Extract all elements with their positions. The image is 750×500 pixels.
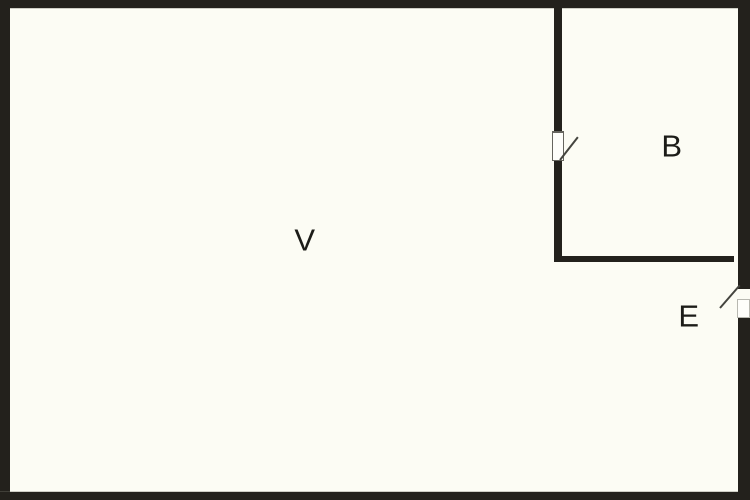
wall-right-lower <box>738 317 750 500</box>
wall-bottom <box>0 492 750 500</box>
door-opening-entrance <box>737 299 750 318</box>
partition-wall-v-b-lower <box>554 161 562 262</box>
wall-right-upper <box>738 0 750 289</box>
wall-left <box>0 0 10 500</box>
partition-wall-v-b-upper <box>554 8 562 131</box>
room-label-v: V <box>294 222 316 258</box>
partition-wall-b-bottom <box>554 256 734 262</box>
room-label-b: B <box>661 128 683 164</box>
door-opening-v-b <box>552 131 564 161</box>
room-label-e: E <box>678 298 700 334</box>
wall-top <box>0 0 750 8</box>
